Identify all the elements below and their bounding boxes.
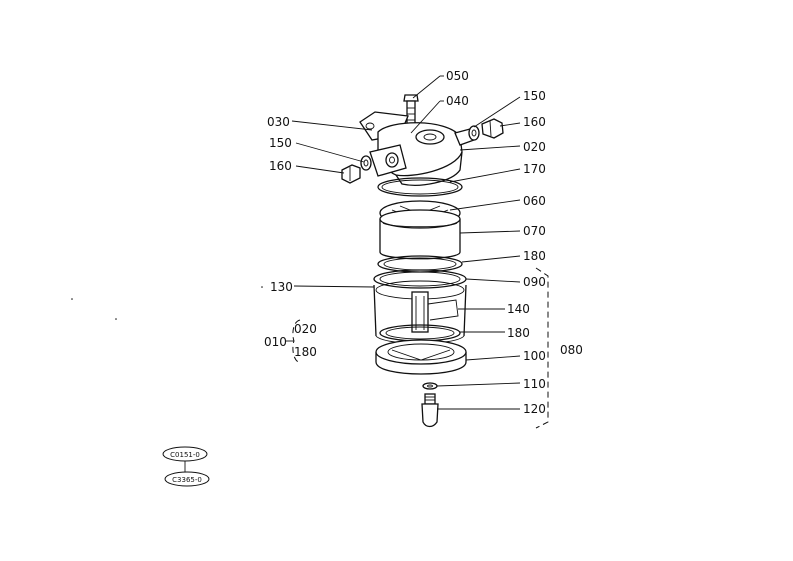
- washer-150-top: [468, 125, 480, 141]
- leader-lines: [286, 75, 521, 410]
- plug-160-left: [341, 164, 361, 184]
- callout-040: 040: [446, 94, 469, 108]
- callout-150-left: 150: [269, 136, 292, 150]
- seal-180-lower: [379, 324, 461, 342]
- callout-090: 090: [523, 275, 546, 289]
- callout-170: 170: [523, 162, 546, 176]
- callout-kit-180: 180: [294, 345, 317, 359]
- retaining-ring-100: [375, 339, 467, 375]
- callout-140: 140: [507, 302, 530, 316]
- o-ring-170: [377, 177, 463, 197]
- reference-stamp-2: C3365-0: [164, 471, 210, 487]
- reference-stamp-1: C0151-0: [162, 446, 208, 462]
- callout-020: 020: [523, 140, 546, 154]
- scan-dot: [261, 286, 263, 288]
- ring-090: [373, 269, 467, 289]
- drain-plug-120: [421, 393, 439, 428]
- callout-160-left: 160: [269, 159, 292, 173]
- callout-100: 100: [523, 349, 546, 363]
- float-140: [411, 291, 459, 333]
- scan-dot: [71, 298, 73, 300]
- filter-head-020: [359, 111, 475, 186]
- callout-070: 070: [523, 224, 546, 238]
- washer-150-left: [360, 155, 372, 171]
- callout-120: 120: [523, 402, 546, 416]
- callout-150-top: 150: [523, 89, 546, 103]
- plug-160-top: [481, 118, 504, 139]
- callout-050: 050: [446, 69, 469, 83]
- callout-180-lower: 180: [507, 326, 530, 340]
- callout-160-top: 160: [523, 115, 546, 129]
- scan-dot: [115, 318, 117, 320]
- callout-080: 080: [560, 343, 583, 357]
- callout-130: 130: [270, 280, 293, 294]
- stamp-1-text: C0151-0: [170, 451, 200, 459]
- callout-110: 110: [523, 377, 546, 391]
- callout-010: 010: [264, 335, 287, 349]
- callout-060: 060: [523, 194, 546, 208]
- callout-030: 030: [267, 115, 290, 129]
- filter-element-070: [379, 209, 461, 260]
- stamp-2-text: C3365-0: [172, 476, 202, 484]
- washer-110: [422, 382, 438, 390]
- callout-180-upper: 180: [523, 249, 546, 263]
- callout-kit-020: 020: [294, 322, 317, 336]
